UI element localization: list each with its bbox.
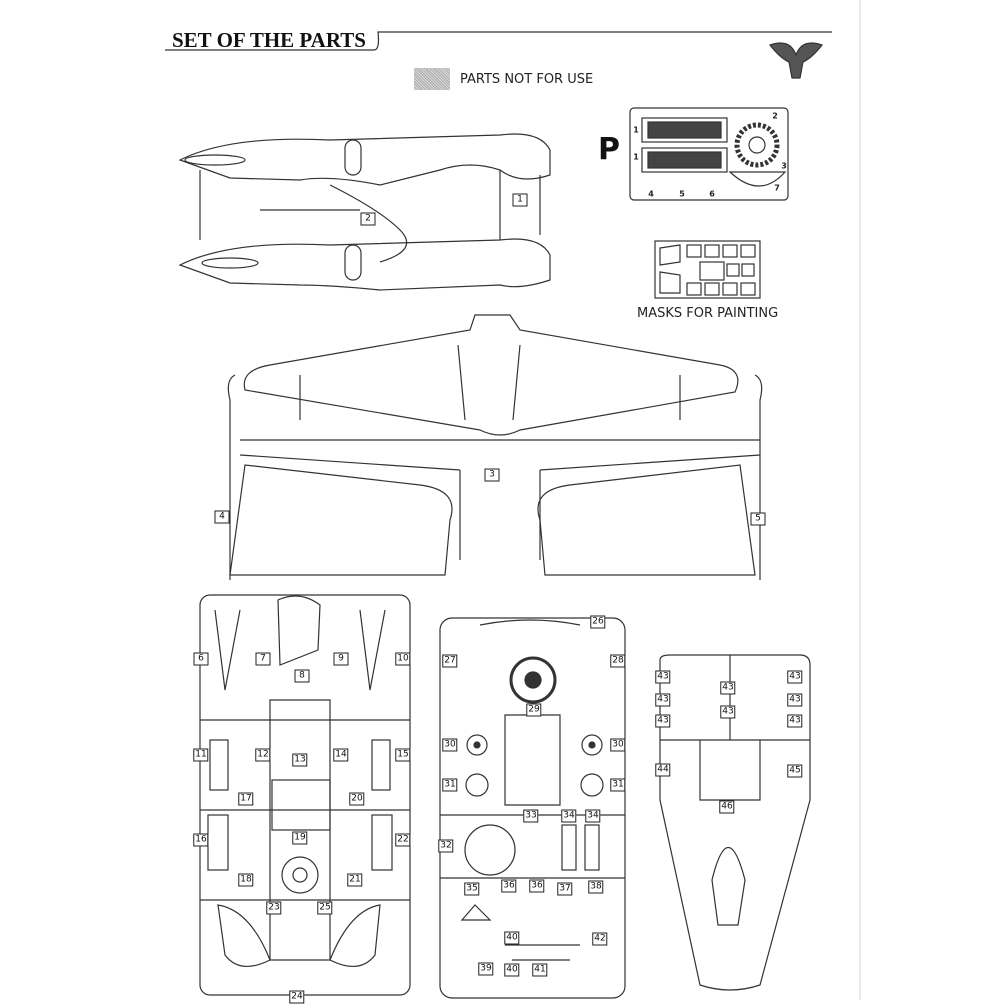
part-number-label: 41 <box>532 963 548 977</box>
eagle-logo <box>769 42 823 79</box>
legend-label: PARTS NOT FOR USE <box>460 71 594 87</box>
part-number-label: 36 <box>501 879 517 893</box>
photoetch-part-number: 5 <box>679 189 685 199</box>
part-number-label: 38 <box>588 880 604 894</box>
part-number-label: 37 <box>557 882 573 896</box>
part-number-label: 36 <box>529 879 545 893</box>
not-for-use-swatch <box>414 68 450 90</box>
part-number-label: 6 <box>193 652 209 666</box>
part-number-label: 25 <box>317 901 333 915</box>
part-number-label: 15 <box>395 748 411 762</box>
part-number-label: 30 <box>442 738 458 752</box>
title-rule <box>165 31 832 51</box>
part-number-label: 10 <box>395 652 411 666</box>
part-number-label: 21 <box>347 873 363 887</box>
part-number-label: 12 <box>255 748 271 762</box>
part-number-label: 14 <box>333 748 349 762</box>
part-number-label: 1 <box>512 193 528 207</box>
part-number-label: 43 <box>655 714 671 728</box>
part-number-label: 19 <box>292 831 308 845</box>
part-number-label: 31 <box>610 778 626 792</box>
part-number-label: 35 <box>464 882 480 896</box>
part-number-label: 45 <box>787 764 803 778</box>
part-number-label: 30 <box>610 738 626 752</box>
photoetch-part-number: 2 <box>772 111 778 121</box>
part-number-label: 24 <box>289 990 305 1004</box>
photoetch-part-number: 4 <box>648 189 654 199</box>
part-number-label: 46 <box>719 800 735 814</box>
photoetch-part-number: 6 <box>709 189 715 199</box>
part-number-label: 8 <box>294 669 310 683</box>
part-number-label: 31 <box>442 778 458 792</box>
part-number-label: 26 <box>590 615 606 629</box>
part-number-label: 28 <box>610 654 626 668</box>
part-number-label: 43 <box>720 681 736 695</box>
part-number-label: 23 <box>266 901 282 915</box>
part-number-label: 43 <box>787 693 803 707</box>
part-number-label: 43 <box>720 705 736 719</box>
part-number-label: 33 <box>523 809 539 823</box>
part-number-label: 27 <box>442 654 458 668</box>
sprue-right <box>659 654 811 991</box>
part-number-label: 43 <box>787 670 803 684</box>
part-number-label: 17 <box>238 792 254 806</box>
part-number-label: 40 <box>504 931 520 945</box>
part-number-label: 5 <box>750 512 766 526</box>
sprue-middle <box>439 617 626 999</box>
wing-sprue <box>227 314 763 580</box>
part-number-label: 9 <box>333 652 349 666</box>
part-number-label: 43 <box>655 693 671 707</box>
part-number-label: 3 <box>484 468 500 482</box>
photoetch-part-number: 1 <box>633 152 639 162</box>
part-number-label: 39 <box>478 962 494 976</box>
part-number-label: 43 <box>787 714 803 728</box>
part-number-label: 29 <box>526 703 542 717</box>
part-number-label: 22 <box>395 833 411 847</box>
part-number-label: 43 <box>655 670 671 684</box>
part-number-label: 20 <box>349 792 365 806</box>
fuselage-halves <box>178 133 551 291</box>
photoetch-fret <box>629 107 789 201</box>
masks-label: MASKS FOR PAINTING <box>637 306 779 321</box>
part-number-label: 34 <box>585 809 601 823</box>
part-number-label: 11 <box>193 748 209 762</box>
part-number-label: 7 <box>255 652 271 666</box>
part-number-label: 42 <box>592 932 608 946</box>
part-number-label: 34 <box>561 809 577 823</box>
part-number-label: 18 <box>238 873 254 887</box>
part-number-label: 13 <box>292 753 308 767</box>
part-number-label: 4 <box>214 510 230 524</box>
page-title: SET OF THE PARTS <box>172 28 366 52</box>
part-number-label: 16 <box>193 833 209 847</box>
part-number-label: 2 <box>360 212 376 226</box>
part-number-label: 40 <box>504 963 520 977</box>
mask-sheet <box>654 240 761 299</box>
part-number-label: 44 <box>655 763 671 777</box>
photoetch-part-number: 7 <box>774 183 780 193</box>
photoetch-part-number: 1 <box>633 125 639 135</box>
photoetch-letter: P <box>598 132 620 167</box>
sprue-left <box>199 594 411 996</box>
part-number-label: 32 <box>438 839 454 853</box>
photoetch-part-number: 3 <box>781 161 787 171</box>
legend: PARTS NOT FOR USE <box>414 68 593 90</box>
